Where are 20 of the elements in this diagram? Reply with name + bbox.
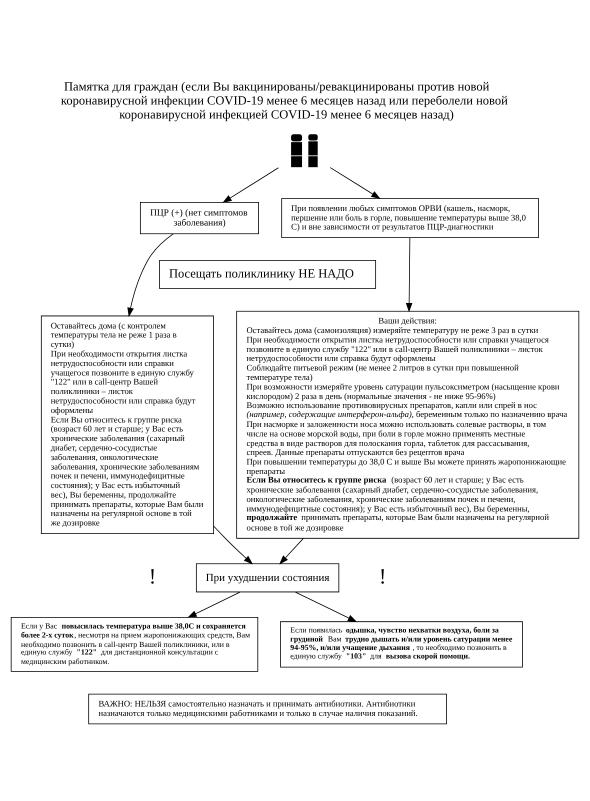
node-box: Ваши действия: Оставайтесь дома (самоизоляция) измеряйте температуру не реже 3 раз в сутки При необходимости открытия листка нетрудоспособности или справки учащегося позвоните в единую службу "122" или в call-центр Вашей поликлиники – листок нетрудоспособности или справка будут оформлены Соблюдайте питьевой режим (не менее 2 литров в сутки при повышенной температуре тела) При возможности измеряйте уровень сатурации пульсоксиметром (насыщение крови кислородом) 2 раза в день (нормальные значения - не ниже 95-96%) Возможно использование противовирусных препаратов, капли или спрей в нос (например, содержащие интерферон-альфа), беременным только по назначению врача При насморке и заложенности носа можно использовать солевые растворы, в том числе на основе морской воды, при боли в горле можно применять местные средства в виде растворов для полоскания горла, таблеток для рассасывания, спреев. Данные препараты отпускаются без рецептов врача При повышении температуры до 38,0 С и выше Вы можете принять жаропонижающие препараты Если Вы относитесь к группе риска (возраст 60 лет и старше; у Вас есть хронические заболевания (сахарный диабет, сердечно-сосудистые заболевания, онкологические заболевания, хронические заболеваниям почек и печени, иммунодефицитные состояния); у Вас есть избыточный вес), Вы беременны, продолжайте принимать препараты, которые Вам были назначены на регулярной основе в той же дозировке — [236, 310, 580, 539]
node-box: Если появилась одышка, чувство нехватки воздуха, боли за грудиной Вам трудно дышать и/или уровень сатурации менее 94-95%, и/или учащение дыхания, то необходимо позвонить в единую службу "103" для вызова скорой помощи. — [280, 621, 523, 668]
diagram-title: Памятка для граждан (если Вы вакцинированы/ревакцинированы против новой коронавирусной инфекции COVID-19 менее 6 месяцев назад или переболели новой коронавирусной инфекцией COVID-19 менее 6 месяцев назад) — [60, 79, 508, 122]
arrow — [222, 167, 279, 203]
node-box: Посещать поликлинику НЕ НАДО — [159, 260, 376, 289]
arrow — [127, 233, 174, 318]
node-box: ПЦР (+) (нет симптомов заболевания) — [140, 202, 259, 234]
arrow — [213, 526, 254, 564]
node-box: При ухудшении состояния — [196, 563, 340, 592]
arrow — [294, 592, 358, 622]
node-box: ВАЖНО: НЕЛЬЗЯ самостоятельно назначать и принимать антибиотики. Антибиотики назначаются только медицинскими работниками и только в случае наличия показаний. — [88, 694, 447, 724]
node-box: Если у Вас повысилась температура выше 38,0С и сохраняется более 2-х суток, несмотря на прием жаропонижающих средств, Вам необходимо позвонить в call-центр Вашей поликлиники, или в единую службу "122" для дистанционной консультации с медицинским работником. — [10, 617, 258, 672]
arrow — [406, 237, 412, 312]
node-box: При появлении любых симптомов ОРВИ (кашель, насморк, першение или боль в горле, повышение температуры выше 38,0 С) и вне зависимости от результатов ПЦР-диагностики — [281, 198, 539, 238]
arrow — [279, 538, 304, 565]
node-box: Оставайтесь дома (с контролем температуры тела не реже 1 раза в сутки) При необходимости открытия листка нетрудоспособности или справки учащегося позвоните в единую службу "122" или в call-центр Вашей поликлиники – листок нетрудоспособности или справка будут оформлены Если Вы относитесь к группе риска (возраст 60 лет и старше; у Вас есть хронические заболевания (сахарный диабет, сердечно-сосудистые заболевания, онкологические заболевания, хронические заболеваниям почек и печени, иммунодефицитные состояния); у Вас есть избыточный вес), Вы беременны, продолжайте принимать препараты, которые Вам были назначены на регулярной основе в той же дозировке — [40, 316, 214, 534]
label: ! — [379, 563, 386, 588]
label: ! — [148, 563, 156, 588]
arrow — [330, 167, 381, 199]
arrow — [187, 592, 240, 618]
